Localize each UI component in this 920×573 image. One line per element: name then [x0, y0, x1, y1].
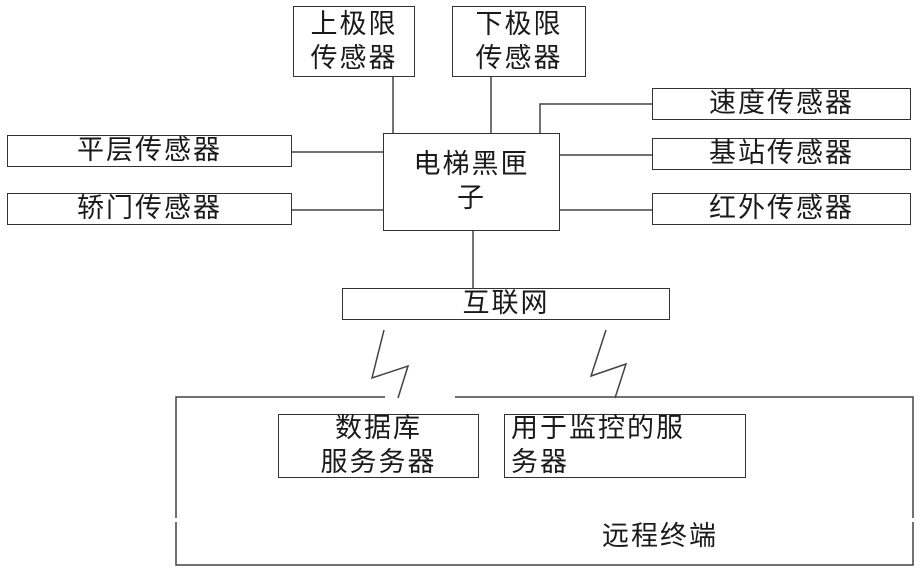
upper-limit-sensor-box: 上极限 传感器 — [293, 6, 415, 77]
elevator-black-box: 电梯黑匣 子 — [383, 133, 560, 231]
database-server-box: 数据库 服务务器 — [278, 414, 479, 478]
remote-terminal-label: 远程终端 — [602, 514, 718, 553]
line-speed — [540, 104, 652, 133]
remote-terminal-bracket-bottom — [176, 522, 913, 565]
infrared-sensor-box: 红外传感器 — [652, 193, 911, 225]
car-door-sensor-box: 轿门传感器 — [7, 193, 292, 225]
lower-limit-sensor-box: 下极限 传感器 — [452, 6, 586, 77]
wireless-link-right-icon — [591, 330, 626, 398]
wireless-link-left-icon — [372, 330, 408, 398]
leveling-sensor-box: 平层传感器 — [7, 135, 292, 167]
monitor-server-box: 用于监控的服 务器 — [504, 414, 746, 478]
speed-sensor-box: 速度传感器 — [652, 88, 911, 120]
internet-box: 互联网 — [342, 288, 670, 320]
base-station-sensor-box: 基站传感器 — [652, 138, 911, 170]
